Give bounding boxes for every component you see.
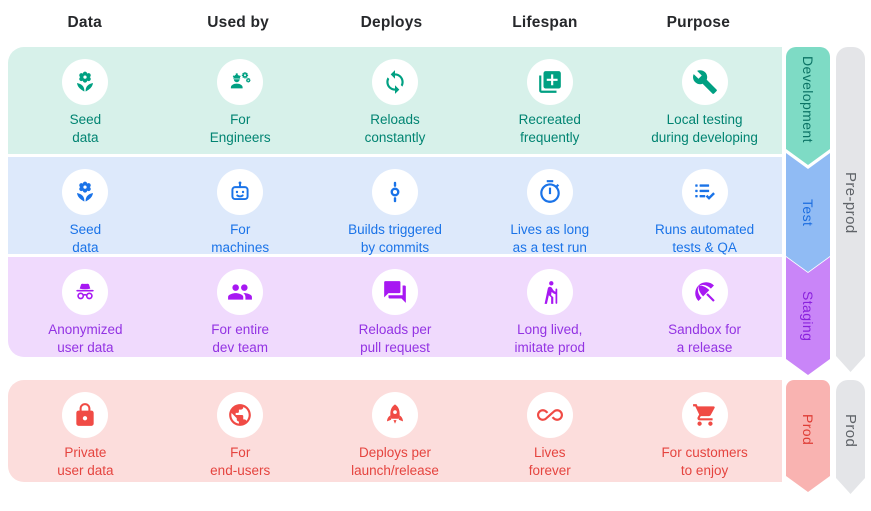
cell-prod-lifespan: Lives forever — [472, 380, 627, 482]
column-header-data: Data — [67, 14, 102, 31]
group-icon — [217, 269, 264, 315]
cell-prod-used-by: For end-users — [163, 380, 318, 482]
cell-label: For end-users — [210, 445, 271, 478]
cell-label: Sandbox for a release — [668, 322, 741, 355]
lock-icon — [62, 392, 109, 438]
chat-icon — [371, 269, 418, 315]
robot-icon — [217, 169, 264, 215]
cell-label: Anonymized user data — [48, 322, 123, 355]
ribbon-staging: Staging — [786, 257, 830, 375]
cell-test-used-by: For machines — [163, 157, 318, 255]
cell-development-used-by: For Engineers — [163, 47, 318, 154]
seed-icon — [62, 169, 109, 215]
row-test: Seed data For machines Builds triggered by… — [8, 157, 782, 255]
ribbon-development: Development — [786, 47, 830, 165]
cell-label: Private user data — [57, 445, 114, 478]
ribbon-prod-phase: Prod — [836, 380, 865, 494]
cell-test-data: Seed data — [8, 157, 163, 255]
library-add-icon — [526, 59, 573, 105]
ribbon-staging-label: Staging — [800, 290, 816, 342]
cell-staging-purpose: Sandbox for a release — [627, 257, 782, 357]
ribbon-prod-label: Prod — [800, 414, 816, 446]
cell-label: Lives forever — [528, 445, 571, 478]
cell-staging-data: Anonymized user data — [8, 257, 163, 357]
commit-icon — [371, 169, 418, 215]
column-headers: Data Used by Deploys Lifespan Purpose — [8, 14, 775, 32]
cell-label: Lives as long as a test run — [510, 222, 590, 255]
row-prod: Private user data For end-users Deploys pe… — [8, 380, 782, 482]
cell-prod-purpose: For customers to enjoy — [627, 380, 782, 482]
ribbon-test-label: Test — [800, 198, 816, 227]
cell-staging-deploys: Reloads per pull request — [318, 257, 473, 357]
cell-label: For entire dev team — [211, 322, 270, 355]
cell-staging-lifespan: Long lived, imitate prod — [472, 257, 627, 357]
checklist-icon — [681, 169, 728, 215]
cell-prod-deploys: Deploys per launch/release — [318, 380, 473, 482]
cell-label: Recreated frequently — [518, 112, 581, 145]
cell-label: Reloads constantly — [364, 112, 426, 145]
column-header-deploys: Deploys — [360, 14, 423, 31]
column-header-lifespan: Lifespan — [512, 14, 578, 31]
cell-label: Seed data — [69, 222, 102, 255]
row-staging: Anonymized user data For entire dev team R… — [8, 257, 782, 357]
umbrella-icon — [681, 269, 728, 315]
timer-icon — [526, 169, 573, 215]
column-header-used-by: Used by — [207, 14, 269, 31]
cell-label: Local testing during developing — [651, 112, 758, 145]
incognito-icon — [62, 269, 109, 315]
ribbon-development-label: Development — [800, 55, 816, 143]
cell-test-lifespan: Lives as long as a test run — [472, 157, 627, 255]
ribbon-pre-prod-phase: Pre-prod — [836, 47, 865, 372]
cell-label: Seed data — [69, 112, 102, 145]
wrench-icon — [681, 59, 728, 105]
column-header-purpose: Purpose — [666, 14, 731, 31]
cell-label: Deploys per launch/release — [351, 445, 439, 478]
sync-icon — [371, 59, 418, 105]
cell-prod-data: Private user data — [8, 380, 163, 482]
cell-development-purpose: Local testing during developing — [627, 47, 782, 154]
cell-label: Builds triggered by commits — [348, 222, 442, 255]
row-development: Seed data For Engineers Reloads constantly… — [8, 47, 782, 154]
engineer-icon — [217, 59, 264, 105]
cell-test-deploys: Builds triggered by commits — [318, 157, 473, 255]
cell-label: Long lived, imitate prod — [514, 322, 586, 355]
cell-label: For machines — [211, 222, 270, 255]
cell-label: Runs automated tests & QA — [655, 222, 755, 255]
cell-label: For Engineers — [209, 112, 271, 145]
rocket-icon — [371, 392, 418, 438]
cell-test-purpose: Runs automated tests & QA — [627, 157, 782, 255]
cell-development-deploys: Reloads constantly — [318, 47, 473, 154]
cell-label: For customers to enjoy — [661, 445, 748, 478]
ribbon-prod-phase-label: Prod — [842, 414, 859, 448]
ribbon-prod: Prod — [786, 380, 830, 492]
globe-icon — [217, 392, 264, 438]
ribbon-pre-prod-phase-label: Pre-prod — [842, 171, 859, 234]
cart-icon — [681, 392, 728, 438]
cell-development-lifespan: Recreated frequently — [472, 47, 627, 154]
cell-staging-used-by: For entire dev team — [163, 257, 318, 357]
cell-development-data: Seed data — [8, 47, 163, 154]
ribbon-test: Test — [786, 153, 830, 272]
cell-label: Reloads per pull request — [358, 322, 432, 355]
seed-icon — [62, 59, 109, 105]
infinity-icon — [526, 392, 573, 438]
hiking-icon — [526, 269, 573, 315]
